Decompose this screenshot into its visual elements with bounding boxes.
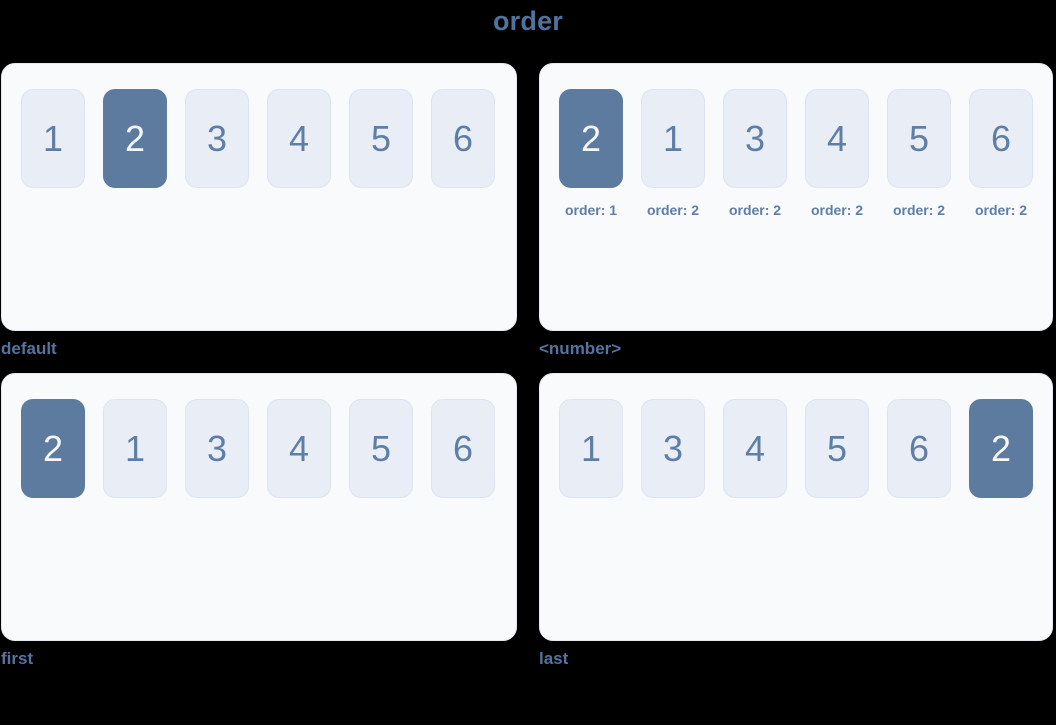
panel-label-number: <number> [539, 339, 622, 358]
flex-item-box: 5 [349, 89, 413, 188]
flex-item-box: 3 [185, 399, 249, 498]
flex-item-box: 6 [887, 399, 951, 498]
flex-item: 1 order: 2 [641, 89, 705, 218]
panel-label-default: default [1, 339, 57, 358]
panel-default: 1 2 3 4 5 6 [1, 63, 517, 331]
demo-cell-default: 1 2 3 4 5 6 default [1, 63, 517, 360]
panel-last: 1 3 4 5 6 2 [539, 373, 1053, 641]
flex-item: 4 [723, 399, 787, 498]
flex-item: 5 order: 2 [887, 89, 951, 218]
flex-item: 3 order: 2 [723, 89, 787, 218]
flex-item-box: 1 [641, 89, 705, 188]
order-value-caption: order: 1 [564, 202, 618, 218]
flex-item: 5 [349, 399, 413, 498]
demo-cell-number: 2 order: 1 1 order: 2 3 order: 2 4 order… [539, 63, 1053, 360]
demo-cell-last: 1 3 4 5 6 2 last [539, 373, 1053, 670]
panel-label-last: last [539, 649, 569, 668]
flex-item-box: 4 [267, 89, 331, 188]
flex-item-box: 5 [887, 89, 951, 188]
order-value-caption: order: 2 [646, 202, 700, 218]
flex-item: 2 [21, 399, 85, 498]
flex-item: 6 [431, 399, 495, 498]
flex-item: 3 [185, 89, 249, 188]
flex-item-box: 5 [349, 399, 413, 498]
flex-item-box: 4 [267, 399, 331, 498]
flex-item-box-highlighted: 2 [559, 89, 623, 188]
flex-item: 2 [103, 89, 167, 188]
flex-item: 4 [267, 399, 331, 498]
flex-item: 4 [267, 89, 331, 188]
flex-item: 1 [559, 399, 623, 498]
order-value-caption: order: 2 [892, 202, 946, 218]
flex-item-box-highlighted: 2 [103, 89, 167, 188]
order-value-caption: order: 2 [728, 202, 782, 218]
flex-item: 6 order: 2 [969, 89, 1033, 218]
flex-item-box-highlighted: 2 [969, 399, 1033, 498]
flex-item-box: 3 [185, 89, 249, 188]
flex-item-box: 3 [641, 399, 705, 498]
flex-item: 6 [887, 399, 951, 498]
flex-item-box: 4 [805, 89, 869, 188]
flex-item-box: 6 [431, 89, 495, 188]
demo-cell-first: 2 1 3 4 5 6 first [1, 373, 517, 670]
panel-label-first: first [1, 649, 34, 668]
flex-item-box: 1 [21, 89, 85, 188]
flex-item-box: 6 [431, 399, 495, 498]
flex-item: 1 [21, 89, 85, 188]
demo-grid: 1 2 3 4 5 6 default 2 order: 1 [0, 63, 1056, 670]
flex-item: 6 [431, 89, 495, 188]
flex-item: 2 order: 1 [559, 89, 623, 218]
flex-item: 5 [349, 89, 413, 188]
flex-item: 5 [805, 399, 869, 498]
panel-first: 2 1 3 4 5 6 [1, 373, 517, 641]
flex-item-box: 5 [805, 399, 869, 498]
flex-item-box-highlighted: 2 [21, 399, 85, 498]
flex-item: 2 [969, 399, 1033, 498]
flex-item-box: 4 [723, 399, 787, 498]
flex-item: 3 [185, 399, 249, 498]
order-value-caption: order: 2 [810, 202, 864, 218]
flex-item-box: 1 [103, 399, 167, 498]
flex-item-box: 3 [723, 89, 787, 188]
page-title: order [492, 6, 564, 36]
flex-item: 4 order: 2 [805, 89, 869, 218]
flex-item: 3 [641, 399, 705, 498]
flex-item: 1 [103, 399, 167, 498]
flex-item-box: 6 [969, 89, 1033, 188]
order-value-caption: order: 2 [974, 202, 1028, 218]
panel-number: 2 order: 1 1 order: 2 3 order: 2 4 order… [539, 63, 1053, 331]
flex-item-box: 1 [559, 399, 623, 498]
